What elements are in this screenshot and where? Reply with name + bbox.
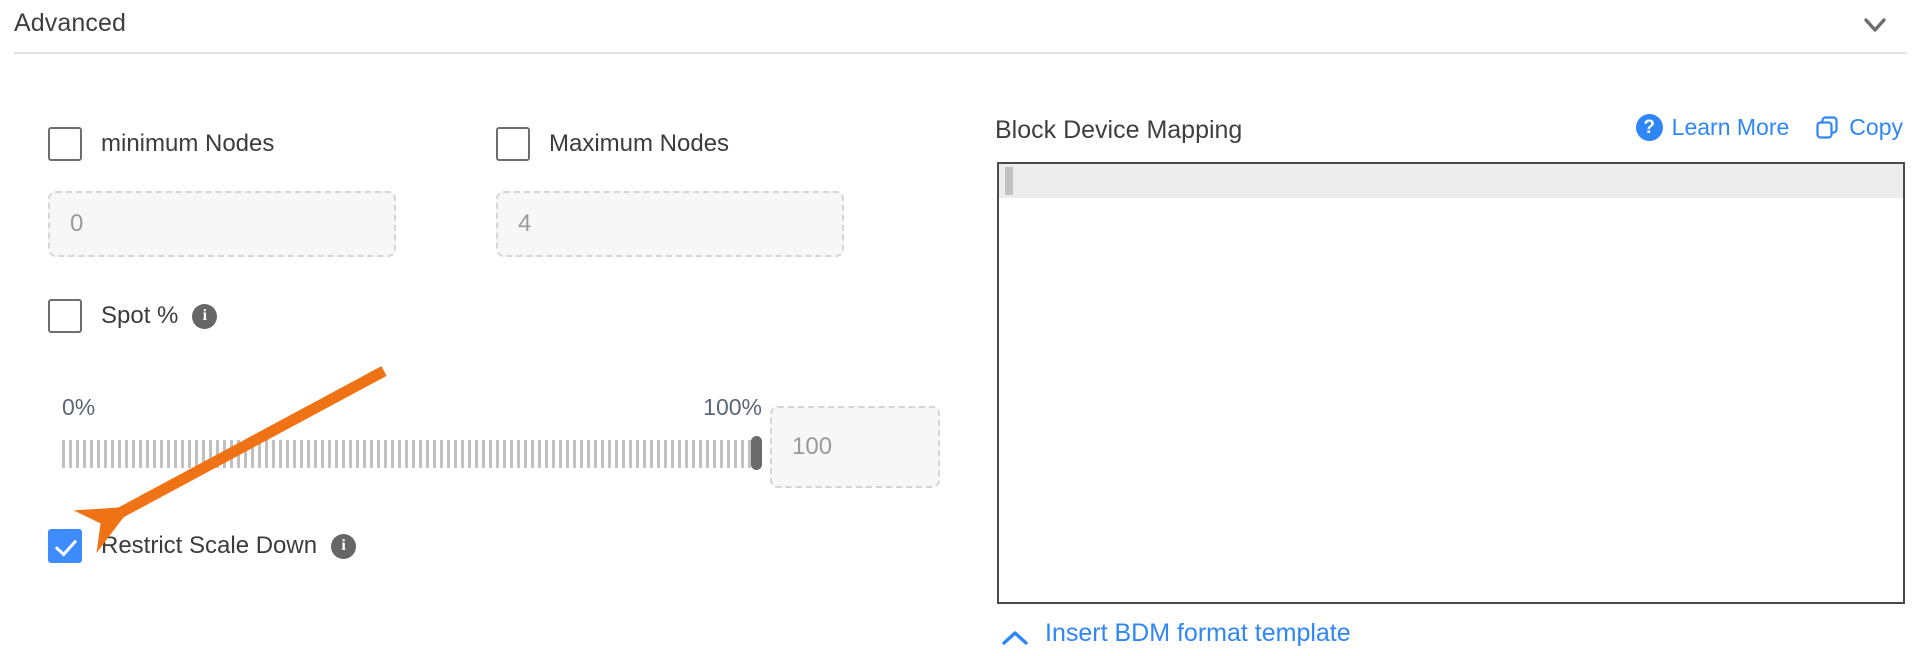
minimum-nodes-row: minimum Nodes — [48, 127, 274, 161]
restrict-scale-down-info-icon[interactable]: i — [331, 533, 357, 559]
spot-percent-value-input[interactable] — [770, 406, 940, 488]
advanced-section-header[interactable]: Advanced — [0, 0, 1920, 54]
insert-bdm-template-link[interactable]: Insert BDM format template — [1001, 619, 1351, 648]
insert-bdm-template-label: Insert BDM format template — [1045, 619, 1351, 647]
copy-link[interactable]: Copy — [1815, 114, 1903, 141]
minimum-nodes-label: minimum Nodes — [101, 130, 275, 157]
bdm-editor-textarea[interactable] — [1021, 164, 1901, 602]
learn-more-link[interactable]: ? Learn More — [1635, 114, 1790, 141]
maximum-nodes-checkbox[interactable] — [496, 127, 530, 161]
block-device-mapping-title: Block Device Mapping — [995, 116, 1243, 144]
restrict-scale-down-label: Restrict Scale Down — [101, 532, 318, 559]
minimum-nodes-input[interactable] — [48, 191, 396, 257]
slider-range-labels: 0% 100% — [62, 394, 762, 424]
header-divider — [14, 52, 1907, 54]
copy-label: Copy — [1849, 114, 1903, 140]
block-device-mapping-panel: Block Device Mapping ? Learn More Copy — [995, 54, 1920, 656]
spot-percent-label: Spot % — [101, 302, 179, 329]
chevron-up-icon — [1001, 625, 1029, 645]
spot-percent-row: Spot % i — [48, 299, 218, 333]
spot-percent-slider-track[interactable] — [62, 436, 762, 470]
editor-gutter — [1005, 167, 1013, 195]
advanced-left-panel: minimum Nodes Maximum Nodes Spot % i 0% … — [0, 54, 980, 656]
spot-percent-slider-group: 0% 100% — [62, 394, 762, 470]
copy-icon — [1815, 115, 1840, 141]
restrict-scale-down-checkbox[interactable] — [48, 529, 82, 563]
chevron-down-icon[interactable] — [1858, 10, 1892, 40]
slider-max-label: 100% — [703, 394, 762, 420]
maximum-nodes-row: Maximum Nodes — [496, 127, 729, 161]
spot-percent-info-icon[interactable]: i — [192, 303, 218, 329]
learn-more-label: Learn More — [1671, 114, 1790, 140]
maximum-nodes-input[interactable] — [496, 191, 844, 257]
spot-percent-checkbox[interactable] — [48, 299, 82, 333]
bdm-code-editor[interactable] — [997, 162, 1905, 604]
page-title: Advanced — [14, 9, 126, 37]
question-circle-icon: ? — [1635, 114, 1663, 141]
maximum-nodes-label: Maximum Nodes — [549, 130, 730, 157]
bdm-actions: ? Learn More Copy — [1635, 114, 1903, 141]
slider-min-label: 0% — [62, 394, 96, 420]
restrict-scale-down-row: Restrict Scale Down i — [48, 529, 357, 563]
spot-percent-slider-thumb[interactable] — [751, 436, 762, 470]
minimum-nodes-checkbox[interactable] — [48, 127, 82, 161]
